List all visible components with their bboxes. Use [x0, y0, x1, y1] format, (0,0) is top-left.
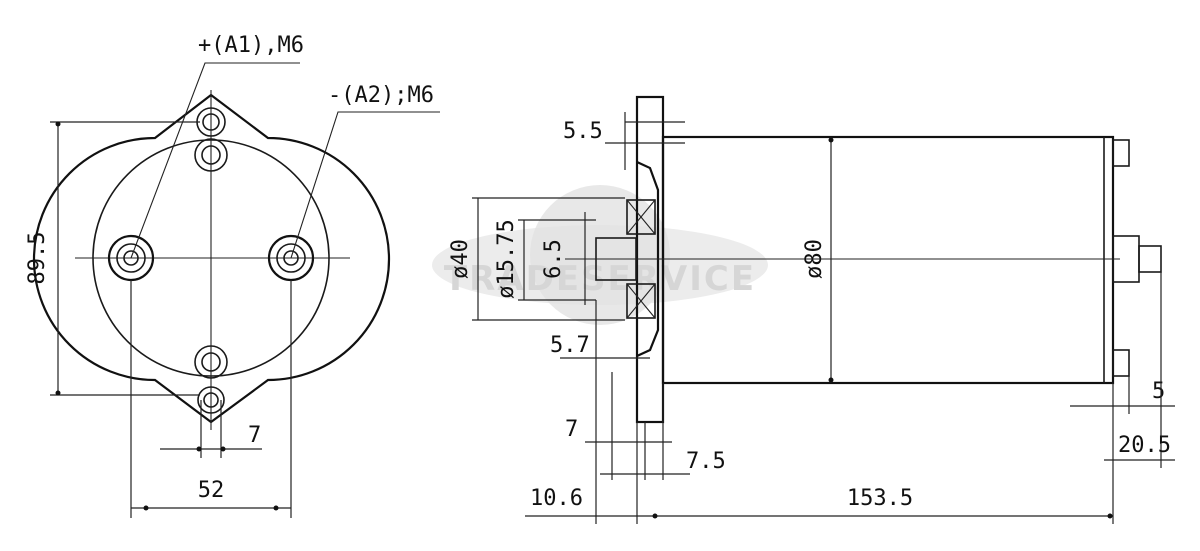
label-shaft-diameter: 6.5 [541, 239, 566, 279]
label-offset-10-6: 10.6 [530, 486, 583, 511]
label-terminal-a1: +(A1),M6 [198, 33, 304, 58]
front-view: +(A1),M6 -(A2);M6 89.5 52 7 [25, 33, 440, 518]
label-terminal-5: 5 [1152, 379, 1165, 404]
front-bottom-hole-inner [203, 392, 219, 408]
dim-length-arrow-left [652, 513, 658, 519]
side-bearing-top-x2 [626, 199, 656, 235]
watermark: TRADESERVICE [432, 185, 768, 325]
dim-width-arrow-left [143, 505, 149, 511]
terminal-a2-inner [283, 250, 299, 266]
side-terminal-bottom [1112, 349, 1130, 377]
label-flange-thickness: 5.5 [563, 119, 603, 144]
front-top-hole-inner [202, 113, 220, 131]
side-hub-section [636, 161, 660, 357]
label-offset-7: 7 [565, 417, 578, 442]
label-terminal-a2: -(A2);M6 [328, 83, 434, 108]
side-view: 5.5 ø40 ø15.75 6.5 5.7 ø80 7 7.5 10.6 [448, 95, 1175, 524]
front-lower-bolt-inner [201, 352, 221, 372]
front-upper-bolt [194, 138, 228, 172]
terminal-a1-inner [123, 250, 139, 266]
leader-a1 [130, 62, 300, 259]
side-bearing-bottom [626, 283, 656, 319]
dim-width-arrow-right [273, 505, 279, 511]
label-offset-7-5: 7.5 [686, 449, 726, 474]
front-bottom-hole-outer [197, 386, 225, 414]
front-upper-bolt-inner [201, 145, 221, 165]
label-body-diameter: ø80 [802, 239, 827, 279]
leader-a2 [290, 111, 440, 259]
terminal-a1-mid [116, 243, 146, 273]
dim-slot-arrow-left [196, 446, 202, 452]
dim-length-arrow-right [1107, 513, 1113, 519]
dim-slot-arrow-right [220, 446, 226, 452]
terminal-a2-mid [276, 243, 306, 273]
label-width: 52 [198, 478, 225, 503]
front-lower-bolt [194, 345, 228, 379]
side-terminal-mid-stud [1138, 245, 1162, 273]
label-pilot-diameter: ø15.75 [494, 219, 519, 298]
label-shoulder: 5.7 [550, 333, 590, 358]
dim-body-arrow-bottom [828, 377, 834, 383]
side-terminal-top [1112, 139, 1130, 167]
label-height: 89.5 [25, 232, 50, 285]
label-shaft-bore: ø40 [448, 239, 473, 279]
label-slot: 7 [248, 423, 261, 448]
dim-height-arrow-top [55, 121, 61, 127]
side-bearing-bottom-x2 [626, 283, 656, 319]
dim-body-arrow-top [828, 137, 834, 143]
label-body-length: 153.5 [847, 486, 913, 511]
label-terminal-20-5: 20.5 [1118, 433, 1171, 458]
watermark-text: TRADESERVICE [444, 259, 756, 299]
side-bearing-top [626, 199, 656, 235]
dim-height-arrow-bottom [55, 390, 61, 396]
